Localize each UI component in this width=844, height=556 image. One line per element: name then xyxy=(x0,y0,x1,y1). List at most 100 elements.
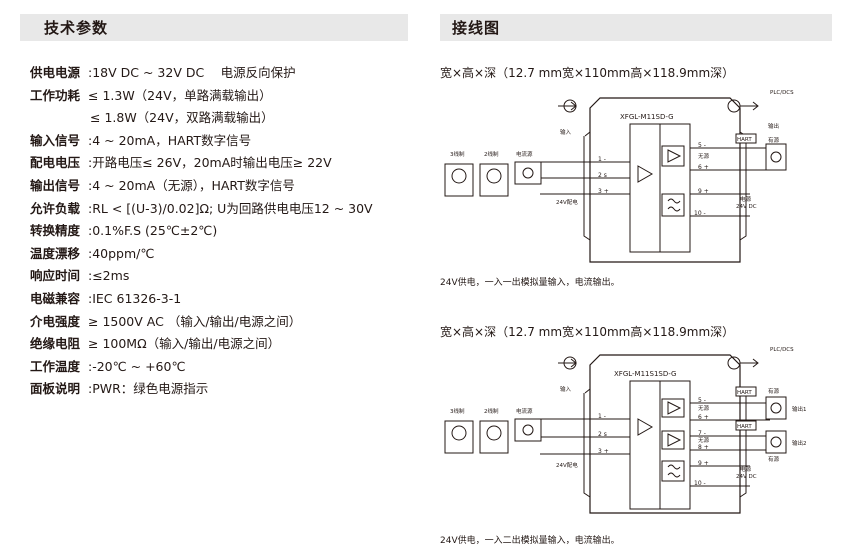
terminal-1: 1 - xyxy=(598,413,606,420)
spec-label: 供电电源 xyxy=(30,65,81,80)
distribution-label: 24V配电 xyxy=(556,198,578,206)
power-voltage-label: 24V DC xyxy=(736,474,757,480)
wire2-label: 2线制 xyxy=(484,407,499,415)
spec-value: :18V DC ~ 32V DC 电源反向保护 xyxy=(88,65,296,80)
spec-label: 输入信号 xyxy=(30,132,81,148)
terminal-5: 5 - xyxy=(698,142,706,149)
wiring-diagram-1: XFGL-M11SD-G 1 - 2 s 3 + 5 - 6 + 9 + 10 … xyxy=(444,90,794,263)
hart-label: HART xyxy=(737,390,752,396)
section-title-wiring: 接线图 xyxy=(452,19,501,37)
spec-value: :40ppm/℃ xyxy=(88,245,155,261)
section-title-specs: 技术参数 xyxy=(44,19,109,37)
hart-label: HART xyxy=(737,137,752,143)
output-label: 输出 xyxy=(768,122,779,130)
wire2-label: 2线制 xyxy=(484,150,499,158)
terminal-5: 5 - xyxy=(698,397,706,404)
spec-row: 工作功耗 ≤ 1.3W（24V，单路满载输出） xyxy=(30,85,373,108)
current-source-icon xyxy=(514,161,542,185)
diagram-caption-1: 24V供电，一入一出模拟量输入，电流输出。 xyxy=(440,278,620,288)
spec-row: 介电强度 ≥ 1500V AC （输入/输出/电源之间） xyxy=(30,311,373,334)
spec-value: :PWR：绿色电源指示 xyxy=(88,381,209,397)
spec-value: :4 ~ 20mA（无源），HART数字信号 xyxy=(88,177,295,193)
spec-label: 介电强度 xyxy=(30,313,81,329)
spec-row: 输入信号 :4 ~ 20mA，HART数字信号 xyxy=(30,130,373,153)
spec-label: 工作功耗 xyxy=(30,87,81,103)
spec-row: 温度漂移 :40ppm/℃ xyxy=(30,243,373,266)
spec-label: 响应时间 xyxy=(30,268,81,284)
section-header-specs: 技术参数 xyxy=(20,14,408,41)
hart-box xyxy=(735,133,757,144)
spec-row: 绝缘电阻 ≥ 100MΩ（输入/输出/电源之间） xyxy=(30,333,373,356)
wiring-diagram-2: XFGL-M11S1SD-G 1 - 2 s 3 + 5 - 6 + 7 - 8… xyxy=(444,347,807,514)
current-source-icon xyxy=(514,418,542,442)
terminal-3: 3 + xyxy=(598,188,609,195)
terminal-10: 10 - xyxy=(694,480,706,487)
sensor-3wire-icon xyxy=(444,163,474,197)
spec-label: 绝缘电阻 xyxy=(30,336,81,352)
load-icon xyxy=(765,430,787,454)
signal-triangle xyxy=(637,418,654,436)
transformer-icon xyxy=(661,193,685,217)
spec-value: :开路电压≤ 26V，20mA时输出电压≥ 22V xyxy=(88,155,332,171)
spec-row: 允许负载 :RL < [(U-3)/0.02]Ω; U为回路供电电压12 ~ 30… xyxy=(30,198,373,221)
terminal-7: 7 - xyxy=(698,430,706,437)
terminal-8: 8 + xyxy=(698,444,709,451)
spec-row: 配电电压:开路电压≤ 26V，20mA时输出电压≥ 22V xyxy=(30,152,373,175)
current-source-label: 电流源 xyxy=(516,150,533,158)
terminal-1: 1 - xyxy=(598,156,606,163)
terminal-9: 9 + xyxy=(698,188,709,195)
spec-label: 允许负载 xyxy=(30,200,81,216)
sensor-3wire-icon xyxy=(444,420,474,454)
input-label: 输入 xyxy=(560,128,572,136)
spec-row: 电磁兼容 :IEC 61326-3-1 xyxy=(30,288,373,311)
spec-label: 电磁兼容 xyxy=(30,290,81,306)
spec-value: :-20℃ ~ +60℃ xyxy=(88,358,186,374)
active-label: 有源 xyxy=(768,387,780,395)
spec-label: 工作温度 xyxy=(30,358,81,374)
passive-label: 无源 xyxy=(698,152,710,160)
spec-row: 供电电源 :18V DC ~ 32V DC 电源反向保护 xyxy=(30,62,373,85)
spec-value: ≥ 100MΩ（输入/输出/电源之间） xyxy=(88,336,281,352)
passive-label: 无源 xyxy=(698,436,710,444)
hart-label: HART xyxy=(737,424,752,430)
terminal-6: 6 + xyxy=(698,414,709,421)
terminal-10: 10 - xyxy=(694,210,706,217)
spec-label: 转换精度 xyxy=(30,223,81,239)
spec-label: 输出信号 xyxy=(30,177,81,193)
active-label: 有源 xyxy=(768,136,780,144)
signal-triangle xyxy=(637,165,654,183)
power-voltage-label: 24V DC xyxy=(736,204,757,210)
wire3-label: 3线制 xyxy=(450,407,465,415)
passive-label: 无源 xyxy=(698,404,710,412)
spec-value: :0.1%F.S (25℃±2℃) xyxy=(88,223,218,239)
transformer-icon xyxy=(661,460,685,482)
terminal-9: 9 + xyxy=(698,460,709,467)
spec-value: :4 ~ 20mA，HART数字信号 xyxy=(88,132,252,148)
model-label: XFGL-M11S1SD-G xyxy=(614,370,676,378)
spec-row: 面板说明 :PWR：绿色电源指示 xyxy=(30,378,373,401)
input-label: 输入 xyxy=(560,385,572,393)
hart-box xyxy=(735,420,757,431)
spec-row: 转换精度 :0.1%F.S (25℃±2℃) xyxy=(30,220,373,243)
spec-row: 输出信号 :4 ~ 20mA（无源），HART数字信号 xyxy=(30,175,373,198)
spec-value: :IEC 61326-3-1 xyxy=(88,290,182,306)
diagram-caption-2: 24V供电，一入二出模拟量输入，电流输出。 xyxy=(440,536,620,546)
dimensions-text-2: 宽×高×深（12.7 mm宽×110mm高×118.9mm深） xyxy=(440,325,735,339)
spec-label: 面板说明 xyxy=(30,381,81,397)
distribution-label: 24V配电 xyxy=(556,461,578,469)
model-label: XFGL-M11SD-G xyxy=(620,113,674,121)
spec-value: ≤ 1.3W（24V，单路满载输出） xyxy=(88,87,272,103)
spec-label: 温度漂移 xyxy=(30,245,81,261)
spec-value: :RL < [(U-3)/0.02]Ω; U为回路供电电压12 ~ 30V xyxy=(88,200,373,216)
load-icon xyxy=(765,396,787,420)
power-label: 电源 xyxy=(740,465,752,473)
spec-row: 工作温度 :-20℃ ~ +60℃ xyxy=(30,356,373,379)
load-icon xyxy=(765,143,787,171)
terminal-2: 2 s xyxy=(598,431,607,438)
current-source-label: 电流源 xyxy=(516,407,533,415)
spec-row: ≤ 1.8W（24V，双路满载输出） xyxy=(30,107,373,130)
spec-list: 供电电源 :18V DC ~ 32V DC 电源反向保护 工作功耗 ≤ 1.3W（2… xyxy=(30,62,373,401)
spec-value: :≤2ms xyxy=(88,268,130,284)
terminal-6: 6 + xyxy=(698,164,709,171)
spec-value: ≥ 1500V AC （输入/输出/电源之间） xyxy=(88,313,302,329)
